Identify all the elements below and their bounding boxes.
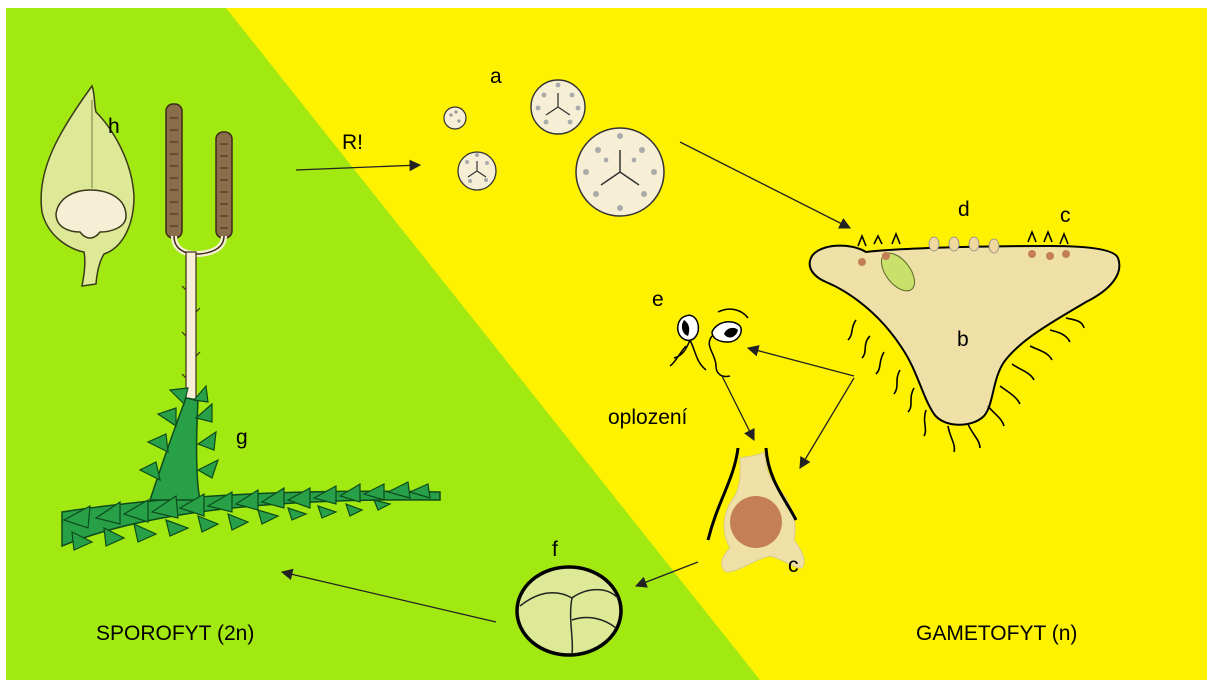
- label-f: f: [552, 538, 558, 561]
- label-fertilization: oplození: [608, 406, 688, 429]
- label-c-bottom: c: [788, 554, 799, 577]
- label-e: e: [652, 288, 664, 311]
- spore-icon-large: [531, 80, 585, 134]
- label-a: a: [490, 65, 502, 88]
- zygote-icon: [517, 567, 621, 655]
- label-meiosis: R!: [342, 131, 363, 154]
- label-h: h: [108, 115, 120, 138]
- label-g: g: [236, 426, 248, 449]
- label-b: b: [957, 328, 969, 351]
- spore-icon-medium: [458, 152, 496, 190]
- label-d: d: [958, 198, 970, 221]
- phase-gametophyte: GAMETOFYT (n): [916, 622, 1077, 645]
- phase-sporophyte: SPOROFYT (2n): [96, 622, 254, 645]
- spore-icon-small: [444, 107, 466, 129]
- spore-icon-xlarge: [576, 128, 664, 216]
- label-c-top: c: [1060, 204, 1071, 227]
